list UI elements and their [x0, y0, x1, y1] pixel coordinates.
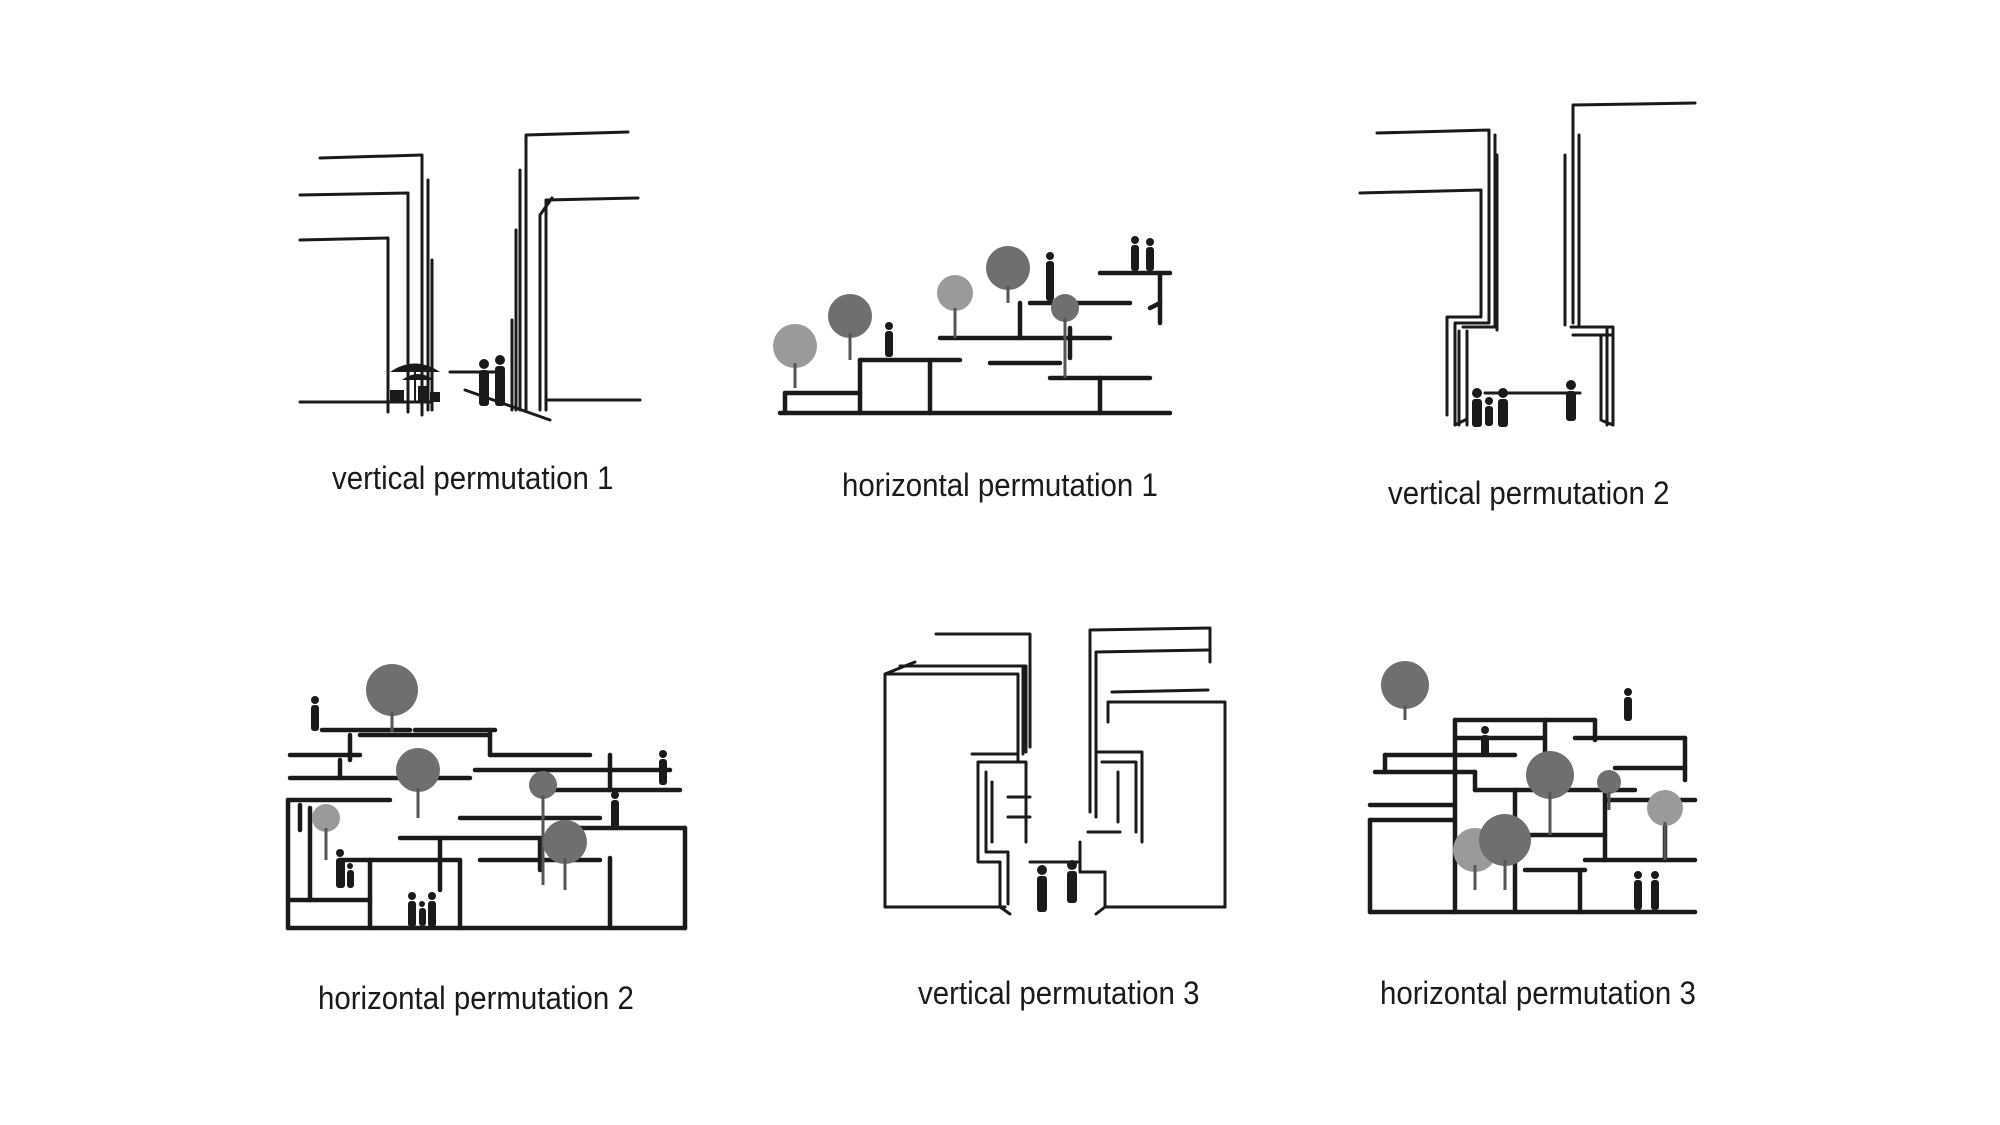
tree-icon — [773, 246, 1079, 388]
person-silhouette-icon — [479, 355, 505, 406]
person-silhouette-icon — [1472, 380, 1576, 427]
caption-horizontal-permutation-3: horizontal permutation 3 — [1380, 975, 1696, 1011]
tree-icon — [312, 664, 587, 890]
sketch-vertical-permutation-2 — [1355, 95, 1715, 435]
person-silhouette-icon — [1481, 688, 1659, 910]
sketch-vertical-permutation-3 — [880, 622, 1240, 922]
sketch-horizontal-permutation-3 — [1365, 660, 1705, 920]
caption-vertical-permutation-3: vertical permutation 3 — [918, 975, 1200, 1011]
sketch-horizontal-permutation-2 — [280, 660, 700, 940]
caption-horizontal-permutation-1: horizontal permutation 1 — [842, 467, 1158, 503]
person-silhouette-icon — [1037, 860, 1077, 912]
person-silhouette-icon — [311, 696, 667, 927]
person-silhouette-icon — [885, 236, 1154, 357]
cafe-umbrella-icon — [390, 363, 440, 403]
sketch-vertical-permutation-1 — [290, 120, 670, 422]
sketch-horizontal-permutation-1 — [750, 228, 1190, 428]
caption-vertical-permutation-1: vertical permutation 1 — [332, 460, 614, 496]
caption-vertical-permutation-2: vertical permutation 2 — [1388, 475, 1670, 511]
caption-horizontal-permutation-2: horizontal permutation 2 — [318, 980, 634, 1016]
tree-icon — [1381, 661, 1683, 890]
